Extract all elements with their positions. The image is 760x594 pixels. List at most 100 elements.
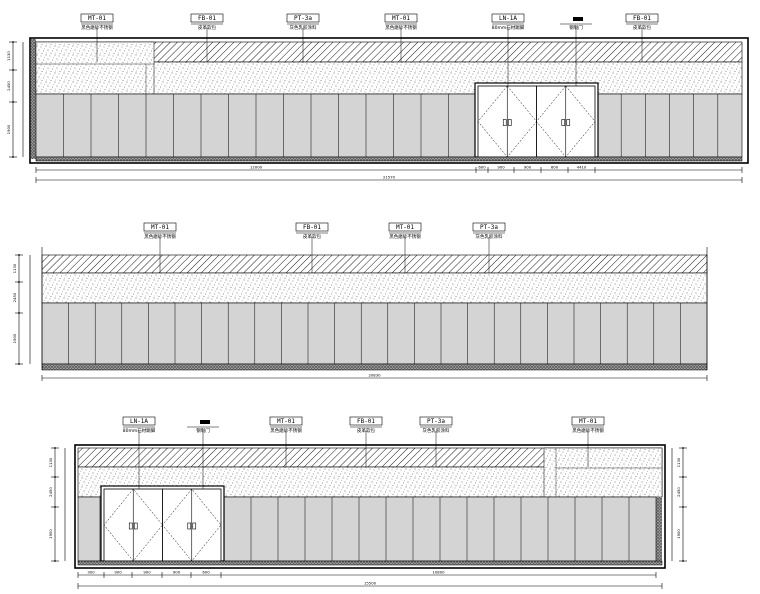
ceiling-hatch-band [41, 254, 708, 274]
door-handle-right [507, 119, 512, 126]
dimension-node [18, 363, 20, 365]
dimension-node [18, 312, 20, 314]
material-desc-label: 80mm石材踢脚 [492, 24, 525, 31]
material-tag-box [419, 416, 453, 426]
material-tag-box [80, 13, 114, 23]
vertical-dimension-value: 1900 [6, 124, 11, 134]
overall-dimension-value: 20830 [368, 373, 381, 378]
material-code-label: MT-01 [151, 224, 169, 231]
overall-dimension-value: 21570 [383, 175, 396, 180]
horizontal-dimension-value: 10800 [432, 570, 445, 575]
horizontal-dimension-value: 900 [114, 570, 122, 575]
material-code-label: FB-01 [303, 224, 321, 231]
door-handle-right [192, 522, 197, 530]
material-desc-label: 皮革软包 [198, 24, 216, 31]
material-tag-box [122, 416, 156, 426]
dimension-node [682, 560, 684, 562]
vertical-dimension-value: 1900 [48, 529, 53, 539]
skirting-band [41, 363, 708, 371]
material-desc-label: 黑色磨砂不锈钢 [385, 24, 417, 31]
material-desc-label: 灰色乳胶涂料 [423, 427, 450, 434]
material-desc-label: 皮革软包 [633, 24, 651, 31]
material-tag-box [286, 13, 320, 23]
horizontal-dimension-value: 600 [202, 570, 210, 575]
material-tag-box [491, 13, 525, 23]
material-desc-label: 黑色磨砂不锈钢 [81, 24, 113, 31]
wall-panel-band [41, 302, 708, 365]
material-code-label: FB-01 [357, 418, 375, 425]
dimension-node [54, 560, 56, 562]
door-handle-left [128, 522, 133, 530]
material-desc-label: 钢制门 [569, 24, 583, 31]
material-tag-box [625, 13, 659, 23]
door-handle-right [566, 119, 571, 126]
horizontal-dimension-value: 900 [143, 570, 151, 575]
vertical-dimension-value: 2450 [676, 487, 681, 497]
horizontal-dimension-value: 600 [551, 165, 559, 170]
horizontal-dimension-value: 900 [524, 165, 532, 170]
horizontal-dimension-value: 4410 [577, 165, 587, 170]
dimension-node [18, 254, 20, 256]
stone-finish-band [41, 272, 708, 304]
dimension-node [12, 101, 14, 103]
vertical-dimension-value: 1130 [6, 51, 11, 61]
material-tag-box [190, 13, 224, 23]
skirting-band [35, 156, 743, 162]
door-tag-marker [200, 420, 210, 424]
dimension-node [18, 281, 20, 283]
horizontal-dimension-value: 12000 [250, 165, 263, 170]
door-handle-left [502, 119, 507, 126]
material-code-label: LN-1A [499, 15, 517, 22]
material-code-label: LN-1A [130, 418, 148, 425]
dimension-node [54, 506, 56, 508]
material-code-label: PT-3a [480, 224, 498, 231]
material-tag-box [472, 222, 506, 232]
material-code-label: PT-3a [294, 15, 312, 22]
material-code-label: FB-01 [198, 15, 216, 22]
material-desc-label: 80mm石材踢脚 [123, 427, 156, 434]
elevation-1: MT-01黑色磨砂不锈钢FB-01皮革软包PT-3a灰色乳胶涂料MT-01黑色磨… [6, 13, 749, 183]
material-tag-box [349, 416, 383, 426]
material-desc-label: 黑色磨砂不锈钢 [270, 427, 302, 434]
material-desc-label: 黑色磨砂不锈钢 [572, 427, 604, 434]
dimension-node [682, 447, 684, 449]
vertical-dimension-value: 1130 [676, 457, 681, 467]
material-code-label: MT-01 [396, 224, 414, 231]
material-tag-box [384, 13, 418, 23]
material-code-label: PT-3a [427, 418, 445, 425]
vertical-dimension-value: 1900 [12, 333, 17, 343]
door-handle-left [561, 119, 566, 126]
vertical-dimension-value: 2450 [48, 487, 53, 497]
material-tag-box [295, 222, 329, 232]
dimension-node [682, 506, 684, 508]
skirting-band [77, 560, 663, 566]
end-wall-section [31, 39, 36, 159]
material-desc-label: 钢制门 [196, 427, 210, 434]
vertical-dimension-value: 2450 [12, 292, 17, 302]
material-tag-box [143, 222, 177, 232]
material-desc-label: 皮革软包 [303, 233, 321, 240]
horizontal-dimension-value: 600 [478, 165, 486, 170]
dimension-node [54, 447, 56, 449]
door-tag-marker [573, 17, 583, 21]
material-desc-label: 皮革软包 [357, 427, 375, 434]
dimension-node [54, 476, 56, 478]
horizontal-dimension-value: 900 [497, 165, 505, 170]
elevation-2: MT-01黑色磨砂不锈钢FB-01皮革软包MT-01黑色磨砂不锈钢PT-3a灰色… [12, 222, 708, 381]
material-tag-box [571, 416, 605, 426]
dimension-node [12, 156, 14, 158]
dimension-node [12, 41, 14, 43]
vertical-dimension-value: 1130 [48, 457, 53, 467]
material-tag-box [388, 222, 422, 232]
horizontal-dimension-value: 300 [87, 570, 95, 575]
material-desc-label: 灰色乳胶涂料 [290, 24, 317, 31]
vertical-dimension-value: 1900 [676, 529, 681, 539]
vertical-dimension-value: 1130 [12, 263, 17, 273]
material-code-label: FB-01 [633, 15, 651, 22]
dimension-node [682, 476, 684, 478]
stipple-inset-panel [543, 447, 663, 498]
stipple-inset-panel [35, 41, 155, 95]
material-code-label: MT-01 [392, 15, 410, 22]
door-handle-left [187, 522, 192, 530]
